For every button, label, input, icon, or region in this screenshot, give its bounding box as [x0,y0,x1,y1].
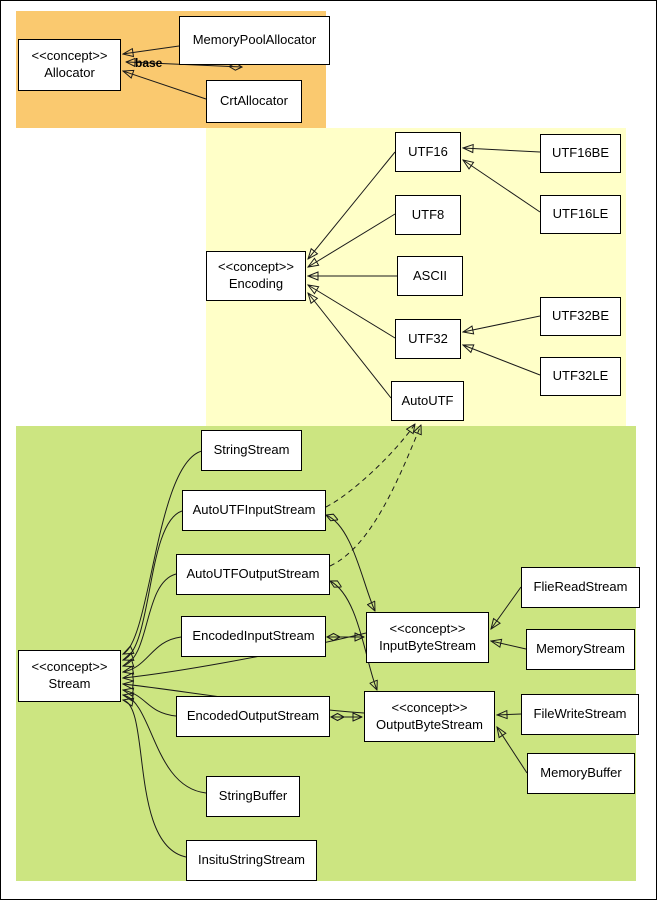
node-stream-concept: <<concept>> Stream [18,650,121,702]
node-encodedinputstream: EncodedInputStream [181,616,326,657]
node-filewritestream: FileWriteStream [521,694,639,735]
node-encodedoutputstream: EncodedOutputStream [176,696,330,737]
node-utf32be: UTF32BE [540,297,621,336]
node-crtallocator: CrtAllocator [206,80,302,123]
node-outputbytestream-concept: <<concept>> OutputByteStream [364,691,495,742]
node-utf16be: UTF16BE [540,134,621,173]
node-utf32le: UTF32LE [540,357,621,396]
node-utf16le: UTF16LE [540,195,621,234]
node-memorybuffer: MemoryBuffer [527,753,635,794]
node-fliereadstream: FlieReadStream [521,567,640,608]
node-utf32: UTF32 [395,319,461,359]
node-memorystream: MemoryStream [526,629,635,670]
node-allocator-concept: <<concept>> Allocator [18,39,121,91]
node-ascii: ASCII [397,256,463,296]
node-autoutfoutputstream: AutoUTFOutputStream [176,554,330,595]
node-utf16: UTF16 [395,132,461,172]
node-autoutf: AutoUTF [391,381,464,421]
node-stringbuffer: StringBuffer [206,776,300,817]
node-memorypoolallocator: MemoryPoolAllocator [179,16,330,65]
node-autoutfinputstream: AutoUTFInputStream [182,490,326,531]
node-inputbytestream-concept: <<concept>> InputByteStream [366,612,489,663]
node-encoding-concept: <<concept>> Encoding [206,251,306,301]
node-insitustringstream: InsituStringStream [186,840,317,881]
node-stringstream: StringStream [201,430,302,471]
node-utf8: UTF8 [395,195,461,235]
